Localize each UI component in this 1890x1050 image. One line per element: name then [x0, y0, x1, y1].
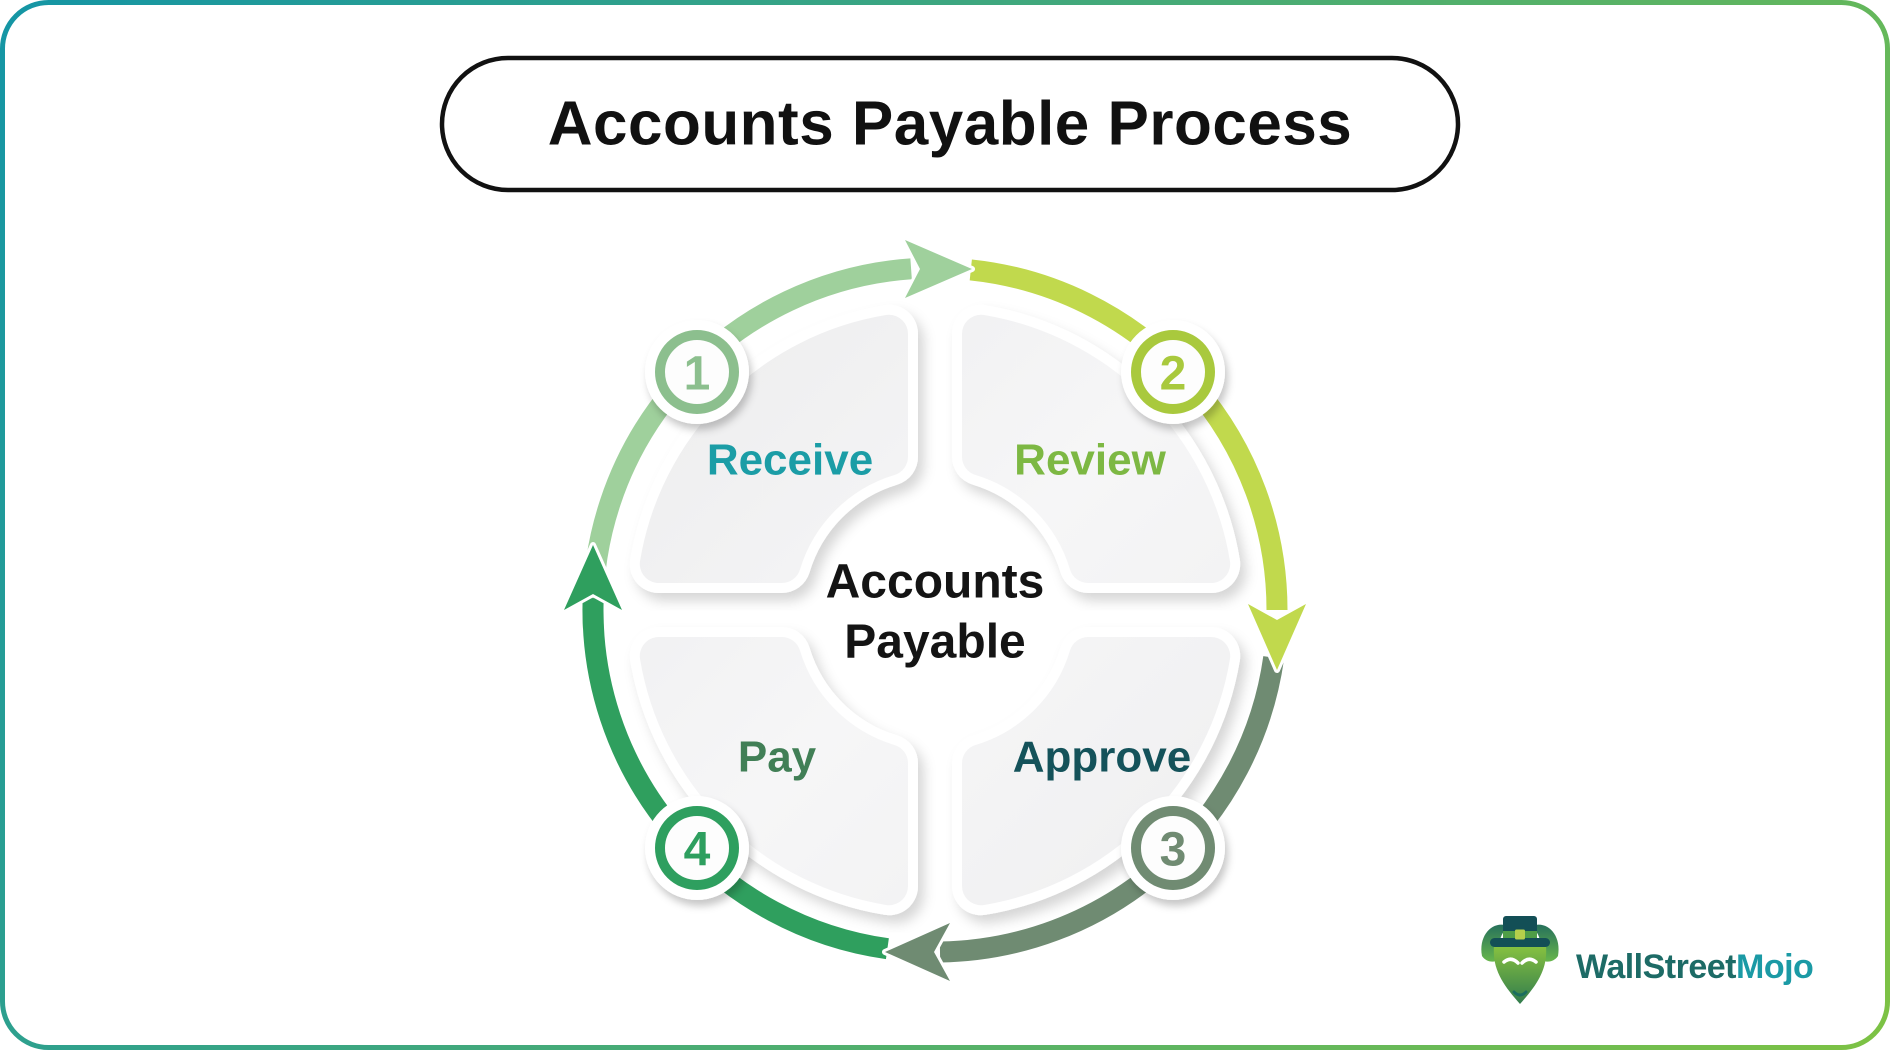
- cycle-arrowheads: [561, 237, 1309, 984]
- logo-wordmark: WallStreetMojo: [1576, 948, 1813, 986]
- title-pill: Accounts Payable Process: [439, 55, 1461, 193]
- hat-buckle: [1515, 929, 1525, 940]
- arrowhead-step-2: [1245, 601, 1309, 673]
- logo-wordmark-part1: WallStreet: [1576, 948, 1736, 986]
- label-approve: Approve: [1013, 733, 1191, 782]
- badge-3-number: 3: [1160, 824, 1187, 877]
- wallstreetmojo-logo: WallStreetMojo: [1481, 916, 1814, 1004]
- center-label: Accounts Payable: [826, 556, 1045, 669]
- title-pill-outline: [439, 55, 1461, 193]
- quadrant-review: [952, 304, 1241, 593]
- quadrant-pay: [629, 627, 918, 916]
- bull-muzzle: [1512, 990, 1528, 997]
- badge-step-1: 1: [645, 320, 749, 424]
- center-label-line2: Payable: [844, 616, 1025, 669]
- bull-eye-left: [1502, 957, 1520, 965]
- label-review: Review: [1014, 436, 1166, 485]
- quadrant-tiles: [629, 304, 1241, 916]
- quadrant-receive: [629, 304, 918, 593]
- quadrant-approve: [952, 627, 1241, 916]
- badge-step-4: 4: [645, 796, 749, 900]
- badge-1-ring: [655, 330, 739, 414]
- hat-brim: [1490, 938, 1550, 947]
- label-receive: Receive: [707, 436, 873, 485]
- arrowhead-step-4: [561, 542, 625, 613]
- badge-step-3: 3: [1121, 796, 1225, 900]
- arrowhead-step-3: [882, 920, 953, 984]
- badge-4-ring: [655, 806, 739, 890]
- bull-icon: [1481, 916, 1559, 1004]
- badge-1-number: 1: [684, 348, 711, 401]
- badge-3-ring: [1131, 806, 1215, 890]
- quadrant-labels: Receive Review Approve Pay: [707, 436, 1191, 782]
- badge-4-number: 4: [684, 824, 711, 877]
- badge-2-number: 2: [1160, 348, 1187, 401]
- label-pay: Pay: [738, 733, 817, 782]
- badge-2-ring: [1131, 330, 1215, 414]
- step-badges: 1 2 3 4: [645, 320, 1225, 900]
- logo-wordmark-part2: Mojo: [1736, 948, 1813, 986]
- page-title: Accounts Payable Process: [548, 90, 1353, 159]
- bull-eye-right: [1520, 957, 1538, 965]
- center-label-line1: Accounts: [826, 556, 1045, 609]
- arrowhead-step-1: [902, 237, 975, 301]
- badge-step-2: 2: [1121, 320, 1225, 424]
